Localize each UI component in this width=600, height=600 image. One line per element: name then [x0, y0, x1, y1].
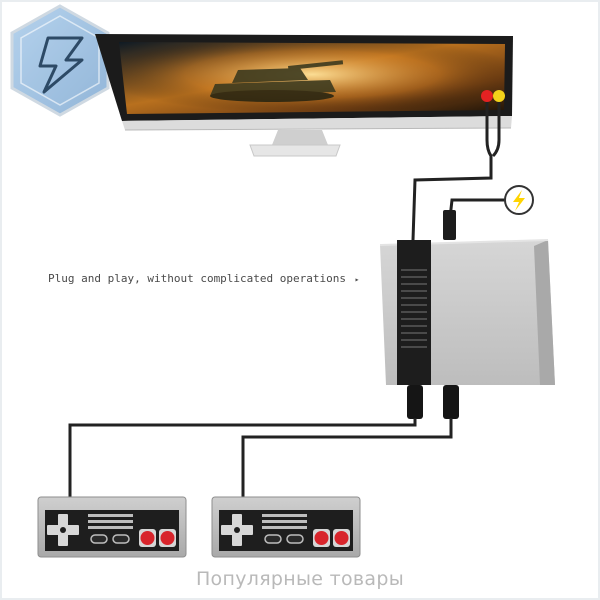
ab-buttons — [313, 529, 350, 547]
controller-cables — [68, 385, 459, 497]
monitor — [95, 34, 513, 157]
controller-1 — [37, 496, 187, 558]
tank-graphic — [210, 60, 344, 102]
power-icon — [504, 185, 534, 215]
ab-buttons — [139, 529, 176, 547]
dpad-icon — [221, 514, 253, 546]
av-plug-red — [481, 90, 493, 102]
tagline: Plug and play, without complicated opera… — [48, 272, 359, 285]
controller-2 — [211, 496, 361, 558]
select-start-buttons — [90, 534, 130, 544]
console-vents — [401, 269, 427, 348]
brand-logo — [10, 4, 110, 117]
arrow-right-icon: ▸ — [354, 275, 360, 284]
dpad-icon — [47, 514, 79, 546]
game-console — [379, 239, 555, 385]
av-plug-yellow — [493, 90, 505, 102]
power-cable — [443, 198, 510, 240]
select-start-buttons — [264, 534, 304, 544]
popular-products-caption: Популярные товары — [195, 568, 405, 590]
av-cable — [411, 90, 505, 241]
tagline-text: Plug and play, without complicated opera… — [48, 272, 347, 285]
